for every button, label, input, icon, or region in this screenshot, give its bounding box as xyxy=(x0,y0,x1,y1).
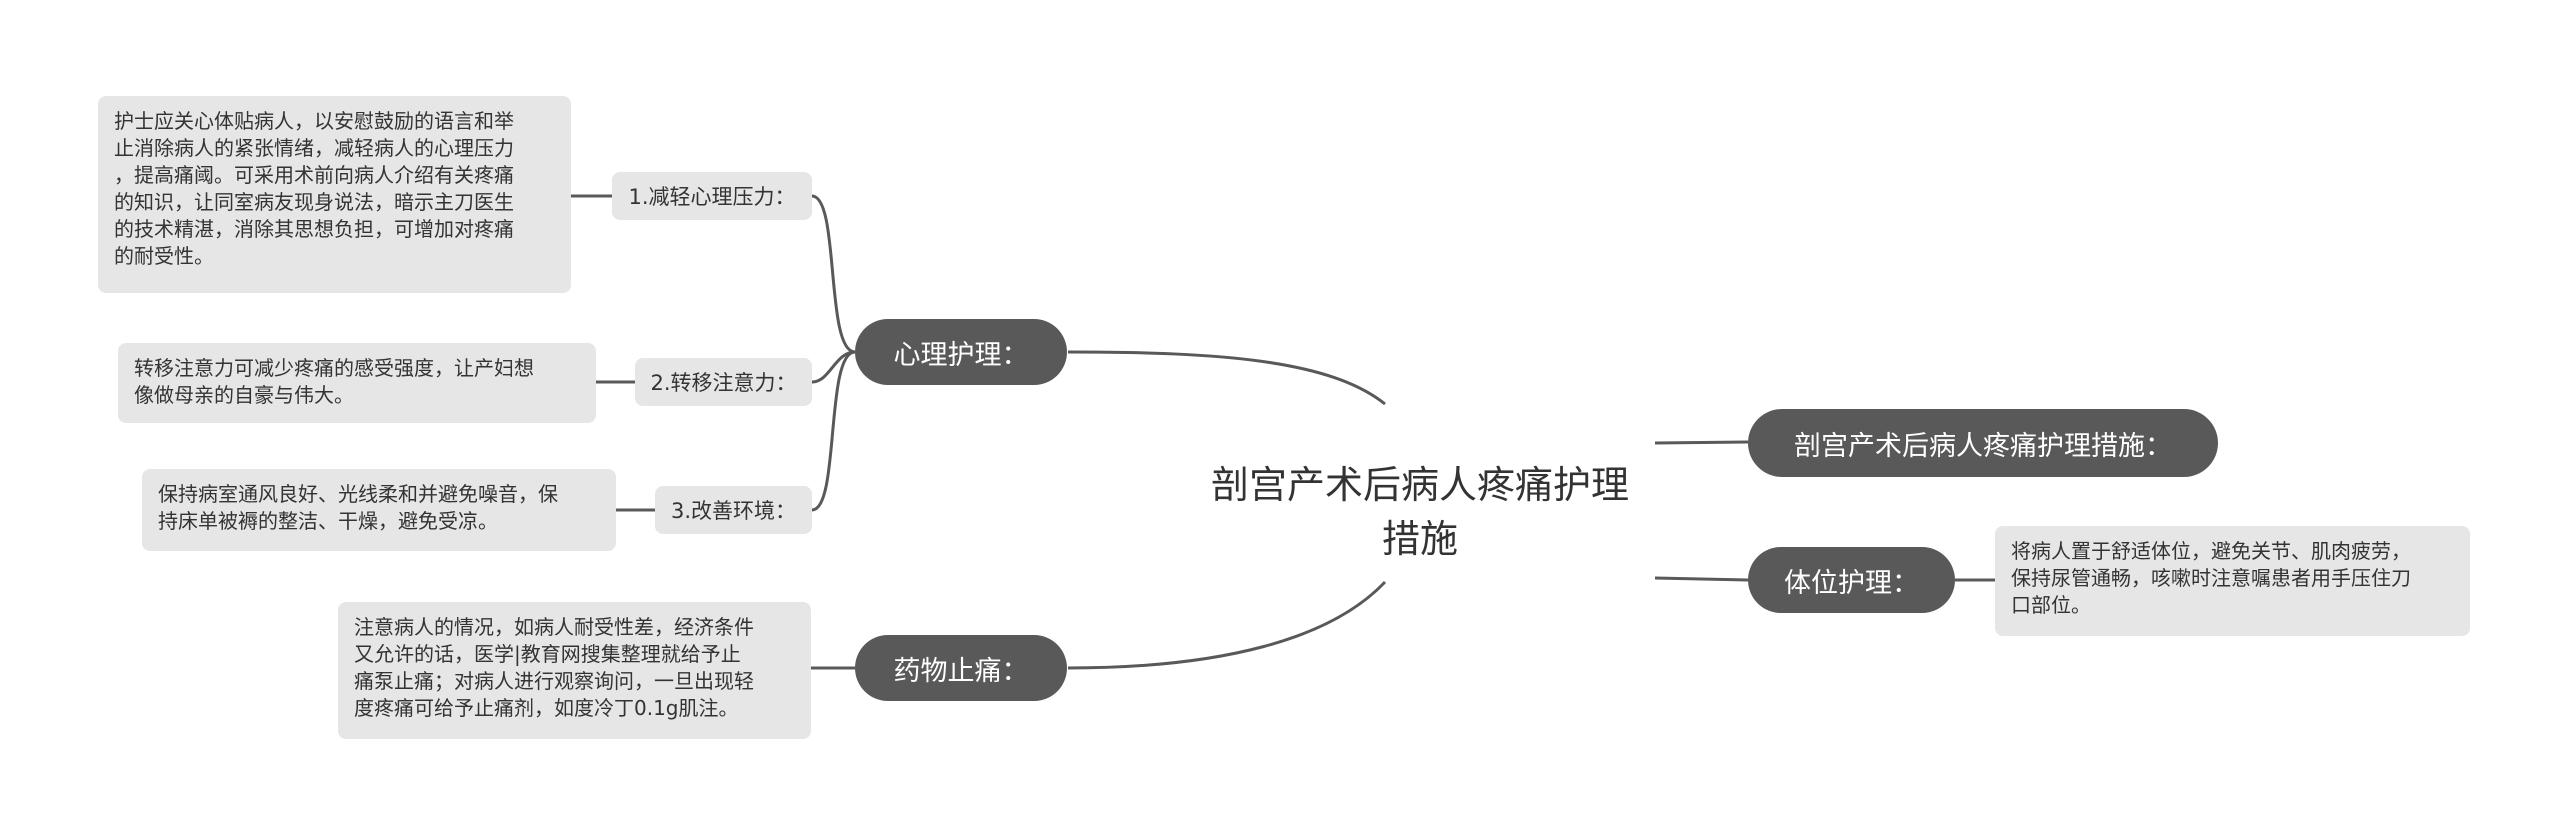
leaf-improve-environment[interactable]: 保持病室通风良好、光线柔和并避免噪音，保 持床单被褥的整洁、干燥，避免受凉。 xyxy=(142,469,616,551)
link-central-measures xyxy=(1654,440,1749,445)
branch-position[interactable]: 体位护理： xyxy=(1748,547,1955,613)
central-topic[interactable]: 剖宫产术后病人疼痛护理 措施 xyxy=(1180,458,1660,568)
link-psych-sub1 xyxy=(811,194,856,354)
leaf-divert-attention[interactable]: 转移注意力可减少疼痛的感受强度，让产妇想 像做母亲的自豪与伟大。 xyxy=(118,343,596,423)
branch-drug[interactable]: 药物止痛： xyxy=(855,635,1067,701)
leaf-position[interactable]: 将病人置于舒适体位，避免关节、肌肉疲劳， 保持尿管通畅，咳嗽时注意嘱患者用手压住… xyxy=(1995,526,2470,636)
sub-improve-environment[interactable]: 3.改善环境： xyxy=(655,486,812,534)
branch-measures-label: 剖宫产术后病人疼痛护理措施： xyxy=(1794,430,2172,462)
leaf-drug[interactable]: 注意病人的情况，如病人耐受性差，经济条件 又允许的话，医学|教育网搜集整理就给予… xyxy=(338,602,811,739)
link-central-psych xyxy=(1067,350,1386,406)
link-psych-sub3 xyxy=(811,350,856,512)
leaf-relieve-pressure[interactable]: 护士应关心体贴病人，以安慰鼓励的语言和举 止消除病人的紧张情绪，减轻病人的心理压… xyxy=(98,96,571,293)
sub-divert-attention-label: 2.转移注意力： xyxy=(650,371,797,395)
branch-drug-label: 药物止痛： xyxy=(893,655,1029,687)
branch-psych-label: 心理护理： xyxy=(893,339,1029,371)
central-topic-line2: 措施 xyxy=(1381,517,1458,561)
branch-position-label: 体位护理： xyxy=(1784,567,1919,599)
branch-measures[interactable]: 剖宫产术后病人疼痛护理措施： xyxy=(1748,409,2218,477)
link-central-position xyxy=(1654,576,1749,582)
sub-relieve-pressure-label: 1.减轻心理压力： xyxy=(628,185,796,209)
branch-psych[interactable]: 心理护理： xyxy=(855,319,1067,385)
central-topic-line1: 剖宫产术后病人疼痛护理 xyxy=(1210,463,1629,507)
sub-improve-environment-label: 3.改善环境： xyxy=(670,499,797,523)
sub-divert-attention[interactable]: 2.转移注意力： xyxy=(635,358,812,406)
link-central-drug xyxy=(1067,580,1387,670)
sub-relieve-pressure[interactable]: 1.减轻心理压力： xyxy=(612,172,812,220)
